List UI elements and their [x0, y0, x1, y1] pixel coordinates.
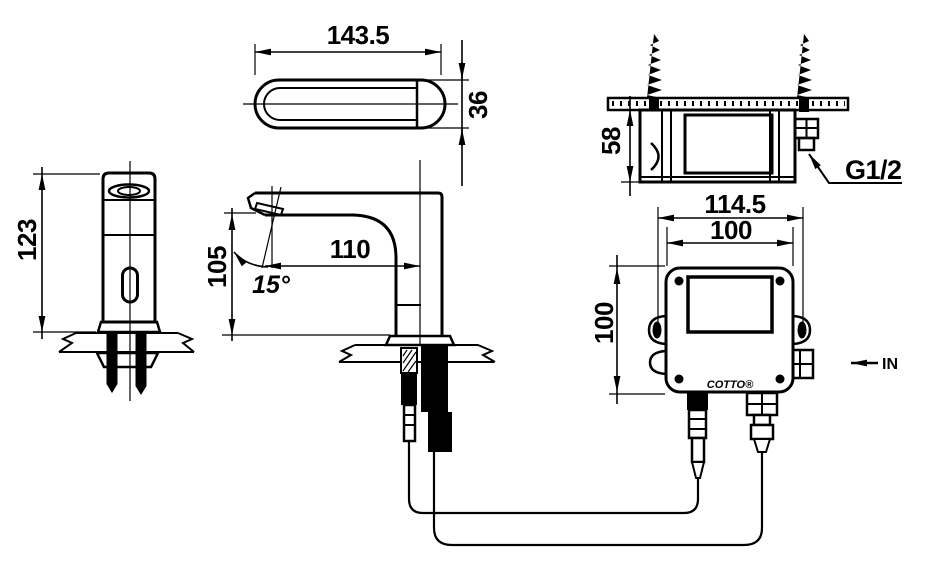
- dim-box-width-inner: 100: [666, 215, 794, 266]
- faucet-body: [101, 171, 157, 324]
- control-box-front-view: 114.5 100 100: [589, 189, 898, 479]
- box-top-panel: [683, 113, 774, 175]
- supply-hose: [432, 452, 764, 547]
- connection-hoses: [407, 441, 764, 547]
- spout-profile-top: [255, 191, 444, 336]
- spout-tip-cap: [246, 191, 266, 217]
- faucet-front-view: 123: [12, 161, 195, 401]
- dim-spout-depth: 36: [419, 40, 493, 186]
- sensor-dome: [650, 142, 660, 171]
- dim-faucet-height-label: 123: [12, 219, 42, 261]
- dim-spout-reach-label: 110: [330, 234, 370, 264]
- dim-spout-height: 105: [202, 208, 390, 341]
- dim-box-width-outer: 114.5: [657, 189, 804, 332]
- counter-cross-section-side: [338, 344, 496, 363]
- counter-cross-section: [58, 332, 195, 353]
- mounting-bolts: [106, 332, 147, 395]
- angle-construction: 15°: [233, 186, 291, 299]
- box-display-window: [686, 275, 774, 334]
- sensor-cable: [407, 441, 700, 515]
- base-flange-side: [384, 334, 456, 347]
- dim-faucet-height: 123: [12, 167, 100, 339]
- dim-spout-reach: 110: [265, 234, 420, 270]
- dim-spout-length-label: 143.5: [327, 20, 390, 50]
- corner-screws: [674, 276, 785, 384]
- mounting-tab-left: [647, 314, 667, 346]
- under-counter-assembly: [400, 346, 452, 452]
- box-front-outline: [664, 266, 795, 394]
- inlet-fitting-top: [793, 117, 820, 152]
- inlet-thread-label: G1/2: [845, 155, 902, 185]
- dim-box-height-label: 100: [589, 302, 619, 344]
- dim-spout-length: 143.5: [254, 20, 442, 75]
- faucet-side-view: 15° 110 105: [202, 160, 496, 452]
- wall-anchor-left: [647, 34, 662, 98]
- base-flange: [96, 320, 162, 334]
- dim-box-depth-label: 58: [596, 127, 626, 155]
- dim-box-depth: 58: [596, 96, 641, 196]
- inlet-callout: IN: [851, 356, 898, 373]
- dim-spout-depth-label: 36: [463, 91, 493, 119]
- dim-box-width-outer-label: 114.5: [704, 189, 765, 219]
- spout-opening-outer: [107, 183, 151, 199]
- control-box-top-view: 58 G1/2: [596, 34, 902, 196]
- spout-opening-inner: [117, 186, 141, 196]
- dim-box-height: 100: [589, 255, 665, 404]
- mounting-nut: [94, 351, 161, 369]
- thread-callout: G1/2: [808, 153, 902, 185]
- spout-profile-under: [265, 213, 398, 336]
- brand-logo: COTTO®: [707, 379, 754, 391]
- dim-spout-angle-label: 15°: [252, 271, 291, 299]
- dim-box-width-inner-label: 100: [710, 215, 752, 245]
- hose-connector: [745, 391, 779, 453]
- dim-spout-height-label: 105: [202, 246, 232, 288]
- wall-anchor-right: [797, 34, 812, 98]
- mounting-tab-right: [792, 314, 812, 346]
- cable-plug-connector: [687, 392, 708, 479]
- side-gland: [648, 349, 667, 376]
- inlet-port-label: IN: [882, 356, 898, 373]
- spout-top-view: 143.5 36: [243, 20, 493, 186]
- inlet-connector: [791, 348, 815, 380]
